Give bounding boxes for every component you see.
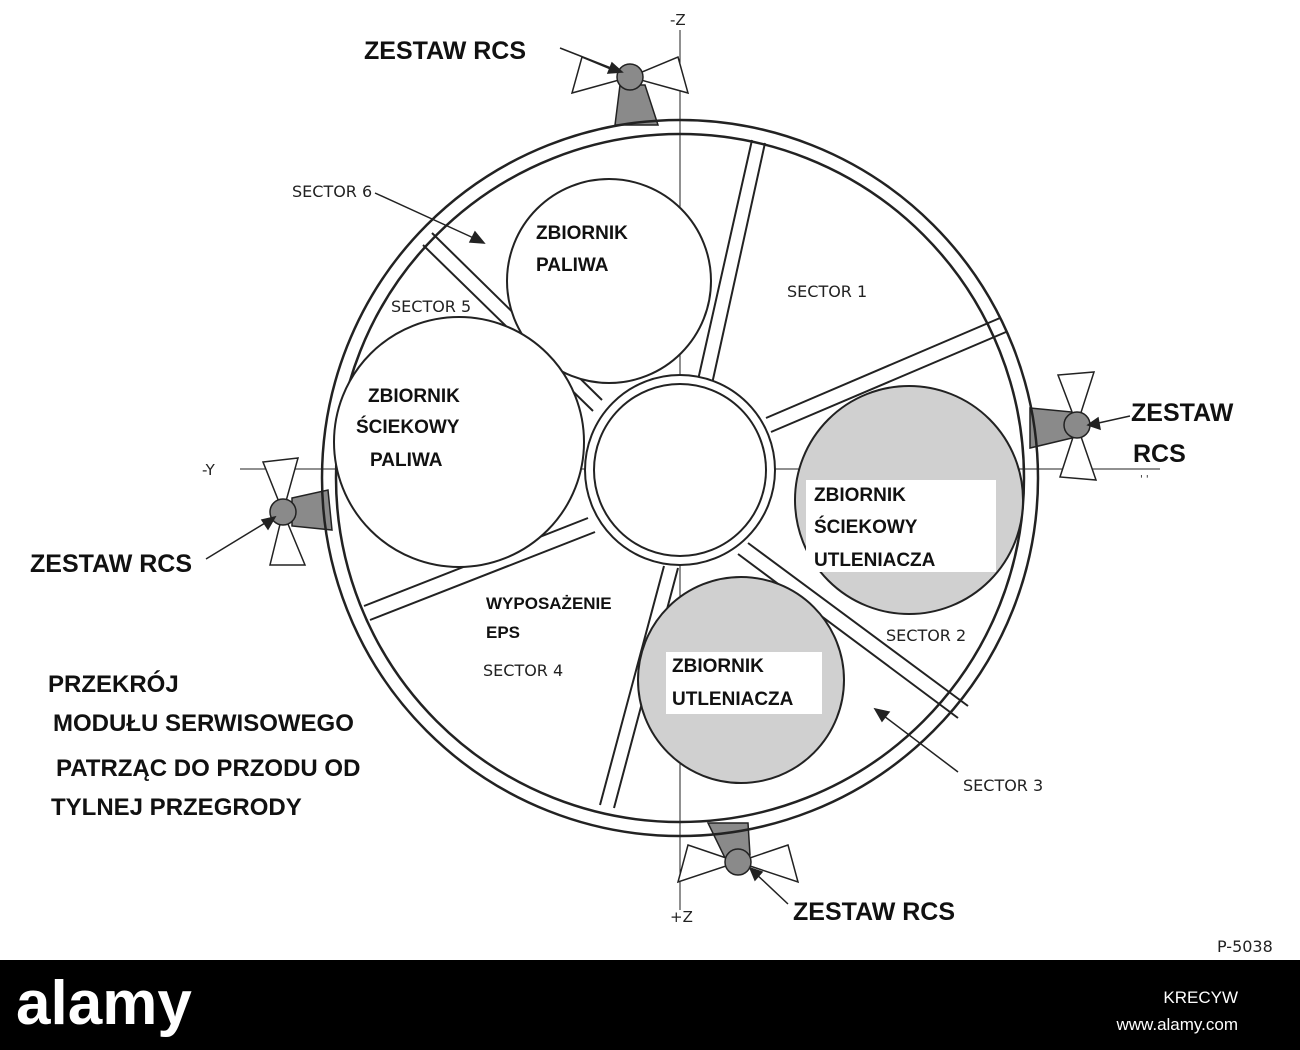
minus-z-label: -Z [670, 11, 686, 29]
caption-line4: TYLNEJ PRZEGRODY [51, 794, 302, 821]
oxidizer-sump-line3: UTLENIACZA [814, 550, 936, 571]
rcs-quad-top [570, 55, 690, 126]
sector-3-label: SECTOR 3 [963, 776, 1043, 795]
rcs-quad-right [1029, 371, 1098, 481]
fuel-storage-line1: ZBIORNIK [536, 223, 628, 244]
rcs-top-label: ZESTAW RCS [364, 37, 526, 65]
rcs-right-label-line2: RCS [1133, 440, 1186, 468]
watermark-bar [0, 960, 1300, 1050]
sector-2-label: SECTOR 2 [886, 626, 966, 645]
sector-5-label: SECTOR 5 [391, 297, 471, 316]
eps-line2: EPS [486, 623, 520, 642]
eps-line1: WYPOSAŻENIE [486, 594, 612, 613]
alamy-url: www.alamy.com [1116, 1015, 1238, 1034]
fuel-sump-tank [333, 316, 585, 568]
oxidizer-storage-line1: ZBIORNIK [672, 656, 764, 677]
image-id: KRECYW [1163, 988, 1238, 1007]
outer-shell-inner [334, 132, 1026, 824]
oxidizer-storage-line2: UTLENIACZA [672, 689, 794, 710]
plus-y-label: ' ' [1140, 474, 1149, 485]
fuel-storage-tank [506, 178, 712, 384]
sector-4-label: SECTOR 4 [483, 661, 563, 680]
rcs-bottom-label: ZESTAW RCS [793, 898, 955, 926]
service-module-cross-section: -Z +Z -Y ' ' [30, 11, 1273, 956]
caption-line3: PATRZĄC DO PRZODU OD [56, 755, 360, 782]
sector-6-label: SECTOR 6 [292, 182, 372, 201]
alamy-logo-text: alamy [16, 969, 192, 1038]
oxidizer-sump-line2: ŚCIEKOWY [814, 516, 918, 538]
figure-id: P-5038 [1217, 937, 1273, 956]
caption-line1: PRZEKRÓJ [48, 670, 179, 698]
outer-shell-outer [320, 118, 1040, 838]
rcs-right-label-line1: ZESTAW [1131, 399, 1234, 427]
plus-z-label: +Z [670, 908, 693, 926]
sector-1-label: SECTOR 1 [787, 282, 867, 301]
fuel-storage-line2: PALIWA [536, 255, 609, 276]
leader-arrows [205, 47, 1131, 905]
fuel-sump-line1: ZBIORNIK [368, 386, 460, 407]
oxidizer-sump-label-bg [806, 480, 996, 572]
center-tank-inner [593, 383, 767, 557]
oxidizer-sump-line1: ZBIORNIK [814, 485, 906, 506]
alamy-logo: alamy [16, 969, 192, 1038]
rcs-left-label: ZESTAW RCS [30, 550, 192, 578]
fuel-sump-line2: ŚCIEKOWY [356, 416, 460, 438]
caption-line2: MODUŁU SERWISOWEGO [53, 710, 354, 737]
fuel-sump-line3: PALIWA [370, 450, 443, 471]
oxidizer-storage-label-bg [666, 652, 822, 714]
minus-y-label: -Y [202, 461, 216, 479]
